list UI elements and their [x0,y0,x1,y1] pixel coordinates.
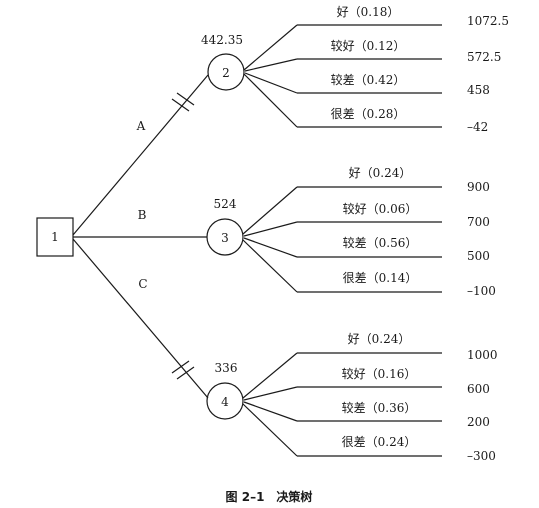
payoff-value: 200 [467,415,490,429]
outcome-label: 较差（0.42） [331,72,406,87]
branch-label-a: A [136,119,146,133]
chance-node-4-label: 4 [221,395,229,409]
outcome-label: 好（0.18） [337,5,400,19]
figure-caption: 图 2–1 决策树 [226,489,313,504]
outcome-label: 好（0.24） [349,166,412,180]
prune-mark-a [171,92,195,112]
payoff-value: 572.5 [467,50,501,64]
payoff-value: 900 [467,180,490,194]
branch-line-a [72,74,209,236]
payoff-value: 1072.5 [467,14,509,28]
chance-node-4 [206,382,244,420]
payoff-value: 458 [467,83,490,97]
branch-label-c: C [138,277,147,291]
outcome-label: 很差（0.28） [331,107,406,121]
chance-node-3-label: 3 [221,231,229,245]
payoff-value: –300 [467,449,496,463]
branch-label-b: B [138,208,147,222]
outcome-lines-node-2 [243,24,442,128]
outcome-label: 较好（0.06） [343,201,418,216]
outcome-label: 好（0.24） [348,332,411,346]
decision-node [36,217,74,257]
payoff-value: 600 [467,382,490,396]
branch-line-c [72,238,209,399]
prune-mark-c [171,360,195,380]
payoff-value: –42 [467,120,488,134]
outcome-label: 较好（0.12） [331,38,406,53]
outcome-label: 较差（0.36） [342,400,417,415]
outcome-lines-node-3 [242,186,442,293]
expected-value-node-2: 442.35 [201,33,243,47]
outcome-lines-node-4 [242,352,442,457]
payoff-value: 500 [467,249,490,263]
chance-node-2 [207,53,245,91]
outcome-label: 较好（0.16） [342,366,417,381]
chance-node-3 [206,218,244,256]
payoff-value: –100 [467,284,496,298]
payoff-value: 1000 [467,348,498,362]
outcome-label: 较差（0.56） [343,235,418,250]
decision-node-label: 1 [51,230,59,244]
outcome-label: 很差（0.14） [343,271,418,285]
outcome-label: 很差（0.24） [342,435,417,449]
payoff-value: 700 [467,215,490,229]
expected-value-node-4: 336 [215,361,238,375]
chance-node-2-label: 2 [222,66,230,80]
expected-value-node-3: 524 [214,197,237,211]
